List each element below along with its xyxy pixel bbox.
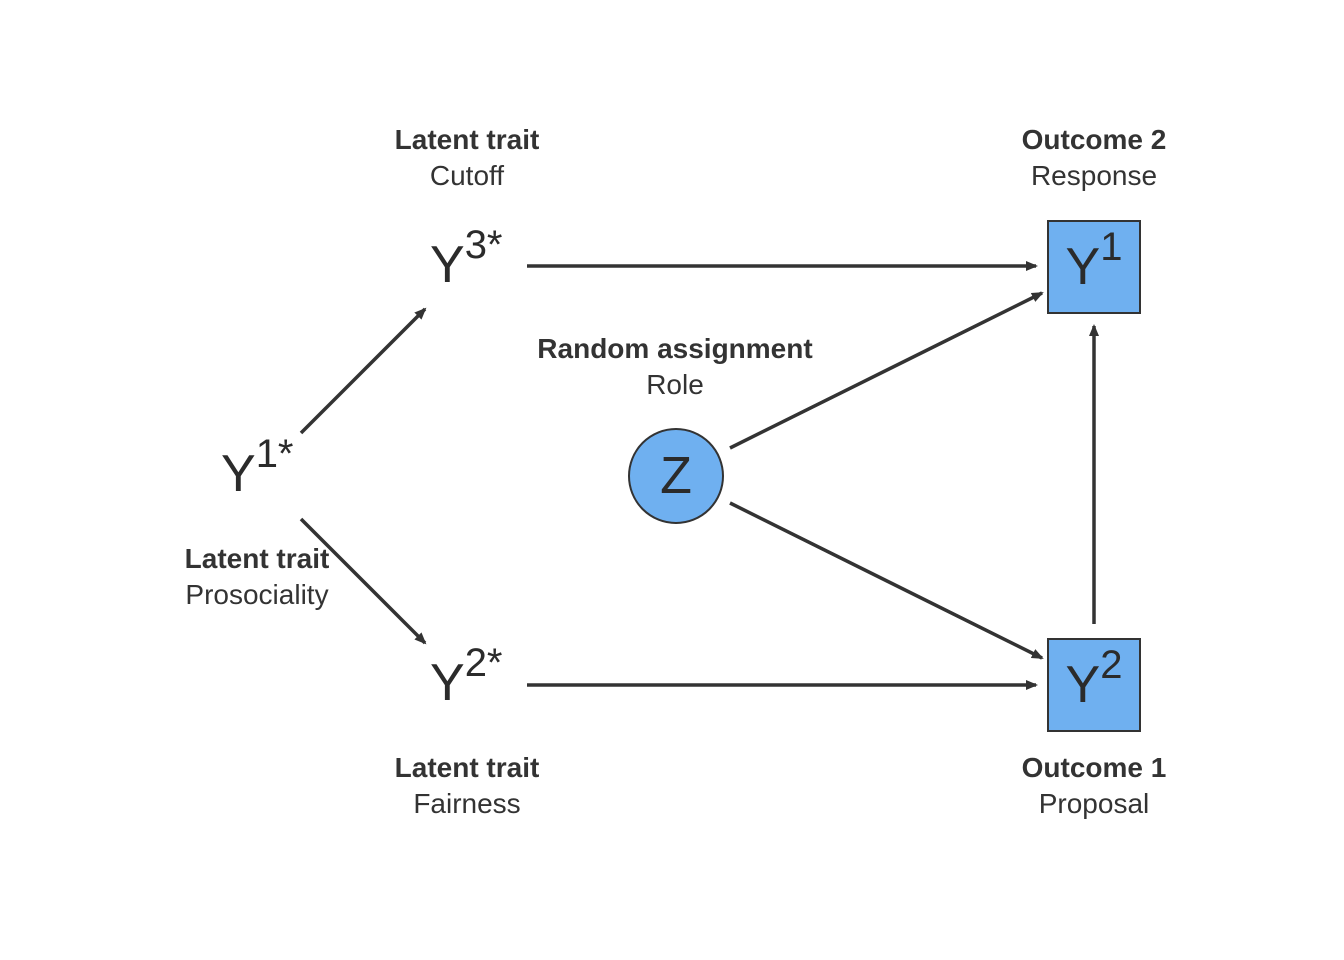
edge-z-to-y1	[729, 291, 1044, 450]
y1-symbol: Y	[1065, 238, 1101, 296]
z-label: Random assignment Role	[500, 331, 850, 403]
y1star-label: Latent trait Prosociality	[157, 541, 357, 613]
y1star-title: Latent trait	[184, 543, 330, 574]
z-subtitle: Role	[646, 369, 704, 400]
z-symbol: Z	[660, 447, 692, 505]
y1-label: Outcome 2 Response	[994, 122, 1194, 194]
y2-superscript: 2	[1100, 643, 1123, 687]
node-y1star: Y1*	[221, 434, 294, 503]
y2star-label: Latent trait Fairness	[367, 750, 567, 822]
node-y3star: Y3*	[430, 225, 503, 294]
y1star-subtitle: Prosociality	[185, 579, 329, 610]
node-y1: Y1	[1047, 220, 1141, 314]
node-y2star: Y2*	[430, 643, 503, 712]
y1-subtitle: Response	[1030, 160, 1158, 191]
y1star-superscript: 1*	[255, 432, 294, 476]
node-z: Z	[628, 428, 724, 524]
y3star-symbol: Y	[430, 236, 465, 294]
y2-label: Outcome 1 Proposal	[994, 750, 1194, 822]
y1-superscript: 1	[1100, 225, 1123, 269]
y2-title: Outcome 1	[1021, 752, 1167, 783]
y3star-subtitle: Cutoff	[429, 160, 505, 191]
edge-y1star-to-y3star	[299, 307, 427, 435]
y2star-subtitle: Fairness	[413, 788, 521, 819]
y2star-symbol: Y	[430, 654, 465, 712]
z-title: Random assignment	[537, 333, 813, 364]
y2-subtitle: Proposal	[1038, 788, 1150, 819]
y2star-title: Latent trait	[394, 752, 540, 783]
edge-y1star-to-y2star	[299, 517, 427, 645]
y3star-superscript: 3*	[464, 223, 503, 267]
y1-title: Outcome 2	[1021, 124, 1167, 155]
y3star-title: Latent trait	[394, 124, 540, 155]
y3star-label: Latent trait Cutoff	[367, 122, 567, 194]
y1star-symbol: Y	[221, 445, 256, 503]
node-y2: Y2	[1047, 638, 1141, 732]
edge-z-to-y2	[729, 501, 1044, 660]
y2-symbol: Y	[1065, 656, 1101, 714]
y2star-superscript: 2*	[464, 641, 503, 685]
